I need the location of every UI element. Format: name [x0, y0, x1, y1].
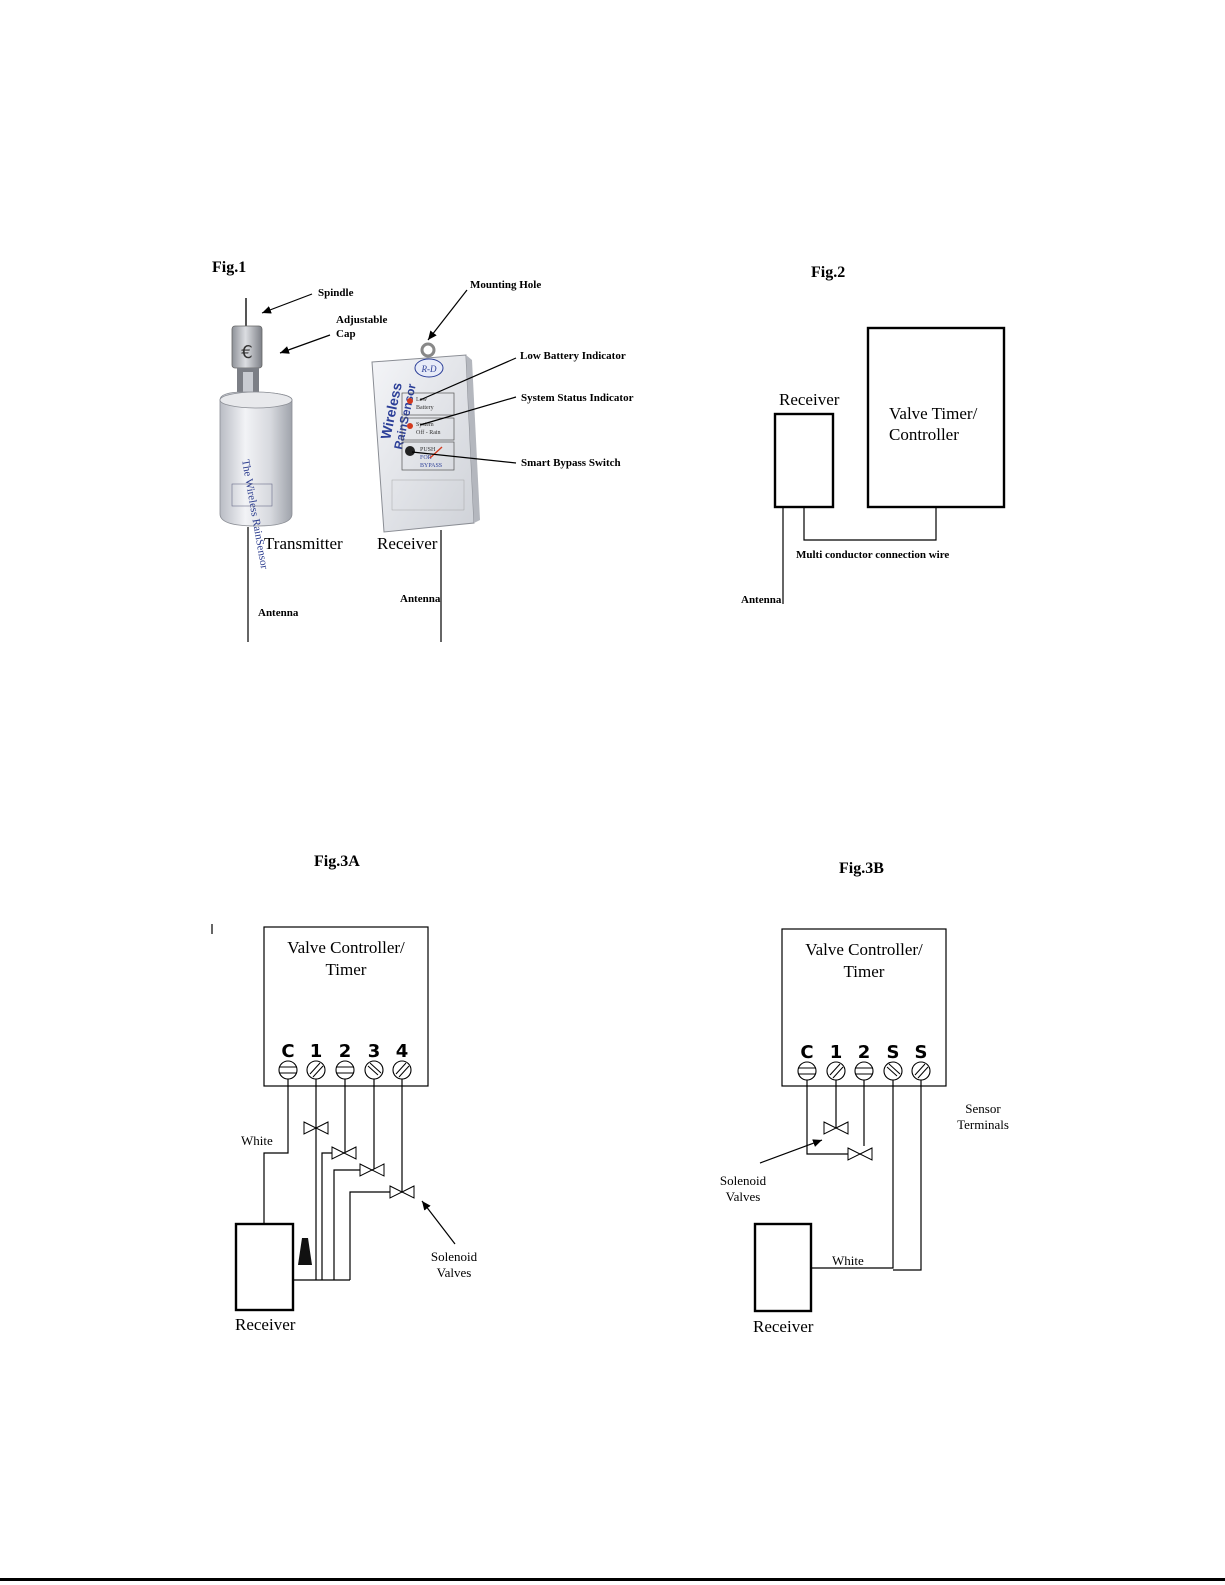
- fig3a-solenoid-valves: [303, 1121, 415, 1199]
- fig3b-sensor-line1: Sensor: [965, 1101, 1001, 1116]
- receiver-led2-line2: Off - Rain: [416, 429, 441, 436]
- fig3a-terminal-label: 3: [368, 1041, 381, 1062]
- fig3b-controller-line2: Timer: [844, 962, 885, 981]
- receiver-btn-line3: BYPASS: [420, 463, 442, 469]
- receiver-logo: R-D: [421, 364, 437, 374]
- system-status-label: System Status Indicator: [521, 392, 634, 404]
- receiver-led2-line1: System: [416, 422, 434, 428]
- page-bottom-rule: [0, 1578, 1225, 1581]
- svg-text:€: €: [241, 342, 252, 363]
- low-battery-label: Low Battery Indicator: [520, 350, 626, 362]
- spindle-label: Spindle: [318, 287, 354, 299]
- fig2-wire-label: Multi conductor connection wire: [796, 549, 949, 561]
- transmitter-label: Transmitter: [264, 534, 343, 553]
- fig3b-receiver-label: Receiver: [753, 1317, 814, 1336]
- fig3b-terminal-label: S: [887, 1042, 900, 1063]
- fig3b-terminal-label: 1: [830, 1042, 843, 1063]
- fig3a-solenoid-line1: Solenoid: [431, 1249, 478, 1264]
- fig3a-controller-box: [263, 926, 429, 1087]
- fig3b: Fig.3B Valve Controller/ Timer C 1 2 S S: [720, 860, 1009, 1336]
- fig3a-receiver-box: [234, 1222, 295, 1312]
- fig3a-receiver-label: Receiver: [235, 1315, 296, 1334]
- adjustable-cap-label-2: Cap: [336, 328, 356, 340]
- mounting-hole-label: Mounting Hole: [470, 279, 541, 291]
- fig2-connection-wire: [803, 507, 937, 541]
- antenna-label-right: Antenna: [400, 593, 441, 605]
- fig3a-controller-line1: Valve Controller/: [287, 938, 405, 957]
- receiver-btn-line1: PUSH: [420, 447, 436, 453]
- fig3b-solenoid-line1: Solenoid: [720, 1173, 767, 1188]
- fig2-controller-line2: Controller: [889, 425, 959, 444]
- fig3a-wiring: [263, 1079, 403, 1281]
- fig2: Fig.2 Receiver Valve Timer/ Controller M…: [741, 264, 1006, 606]
- fig2-receiver-label: Receiver: [779, 390, 840, 409]
- fig3a-white-label: White: [241, 1133, 273, 1148]
- fig3b-terminal-label: C: [800, 1042, 813, 1063]
- fig3a-controller-line2: Timer: [326, 960, 367, 979]
- fig3a-terminal-label: 4: [396, 1041, 409, 1062]
- receiver-led1-line1: Low: [416, 397, 428, 403]
- fig3b-wiring: [806, 1080, 922, 1271]
- fig2-receiver-box: [773, 412, 835, 509]
- fig3b-receiver-box: [753, 1222, 813, 1313]
- fig3a: Fig.3A Valve Controller/ Timer C 1 2 3 4: [211, 853, 478, 1334]
- fig3b-solenoid-valves: [823, 1121, 873, 1161]
- receiver-device: Wireless RainSensor R-D Low Battery Syst…: [371, 342, 480, 533]
- receiver-label-fig1: Receiver: [377, 534, 438, 553]
- adjustable-cap-label-1: Adjustable: [336, 314, 387, 326]
- fig3b-white-label: White: [832, 1253, 864, 1268]
- fig3b-terminal-screws: [797, 1061, 931, 1081]
- fig3a-terminal-label: C: [281, 1041, 294, 1062]
- fig3a-terminal-screws: [278, 1060, 412, 1080]
- smart-bypass-label: Smart Bypass Switch: [521, 457, 621, 469]
- fig3b-solenoid-line2: Valves: [726, 1189, 761, 1204]
- fig2-controller-line1: Valve Timer/: [889, 404, 978, 423]
- fig3b-terminal-label: S: [915, 1042, 928, 1063]
- receiver-btn-line2: FOR: [420, 455, 432, 461]
- antenna-label-left: Antenna: [258, 607, 299, 619]
- fig3a-wire-nut-icon: [298, 1238, 312, 1265]
- fig3b-sensor-line2: Terminals: [957, 1117, 1009, 1132]
- fig3a-terminal-label: 1: [310, 1041, 323, 1062]
- receiver-led1-line2: Battery: [416, 405, 434, 411]
- fig3b-controller-line1: Valve Controller/: [805, 940, 923, 959]
- fig2-title: Fig.2: [811, 264, 845, 281]
- fig3b-terminal-label: 2: [858, 1042, 871, 1063]
- fig3a-terminal-label: 2: [339, 1041, 352, 1062]
- fig1-title: Fig.1: [212, 259, 246, 276]
- fig1: Fig.1 € The Wireless RainSensor Wireless…: [212, 259, 634, 642]
- fig3a-title: Fig.3A: [314, 853, 360, 870]
- fig3a-solenoid-line2: Valves: [437, 1265, 472, 1280]
- fig2-antenna-label: Antenna: [741, 594, 782, 606]
- transmitter-device: € The Wireless RainSensor: [219, 298, 293, 570]
- fig3b-title: Fig.3B: [839, 860, 884, 877]
